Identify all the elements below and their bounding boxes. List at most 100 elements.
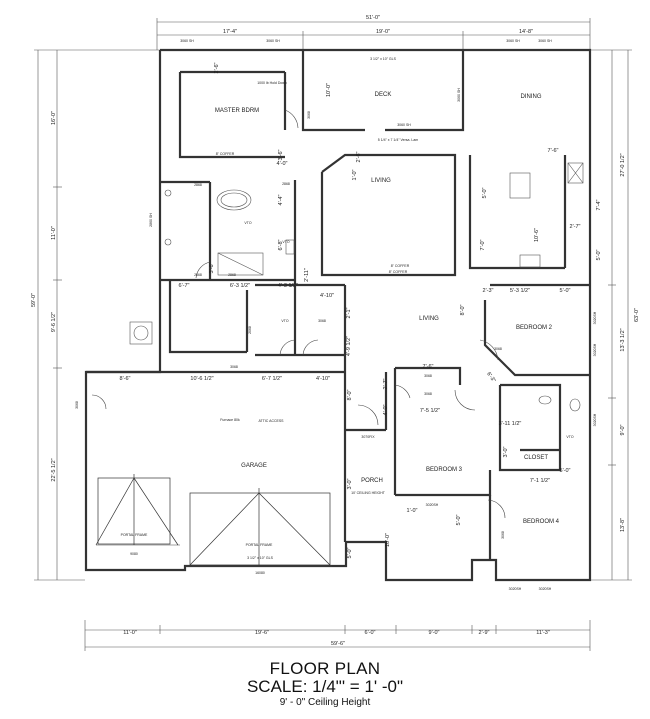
dim-right-overall: 63'-0" xyxy=(634,308,640,322)
dimension-lines xyxy=(34,18,632,651)
tag-w-bed4-2: 3020SH xyxy=(539,587,552,591)
room-deck: DECK xyxy=(375,92,392,98)
dim-7-1-5: 7'-1 1/2" xyxy=(530,478,550,484)
room-dining: DINING xyxy=(521,94,542,100)
dim-bottom-5: 2'-9" xyxy=(479,630,490,636)
ceiling-height-note: 9' - 0" Ceiling Height xyxy=(279,697,371,708)
tag-w-bed2-2: 3020SH xyxy=(593,343,597,356)
tag-w-bed4-3: 3020SH xyxy=(593,413,597,426)
dim-bottom-6: 11'-3" xyxy=(536,630,550,636)
dim-7-5-5: 7'-5 1/2" xyxy=(420,408,440,414)
room-porch: PORCH xyxy=(361,478,383,484)
walls xyxy=(84,48,592,582)
room-bedroom3: BEDROOM 3 xyxy=(426,467,463,473)
dim-top-1: 17'-4" xyxy=(223,29,237,35)
dim-7-6b: 7'-6" xyxy=(423,364,434,370)
note-vto-2: VTO xyxy=(282,240,289,244)
window-door-tags: 3060 SH 3060 SH 3060 SH 3060 SH 3060 SH … xyxy=(75,39,597,591)
dim-8-0b: 8'-0" xyxy=(347,389,353,400)
room-bedroom2: BEDROOM 2 xyxy=(516,325,553,331)
note-furnace: Furnace 80k xyxy=(220,418,240,422)
tag-d-3068-b: 3068 xyxy=(318,319,326,323)
dim-top-3: 14'-8" xyxy=(519,29,533,35)
dim-5-0c: 5'-0" xyxy=(560,288,571,294)
dim-1-0b: 1'-0" xyxy=(407,508,418,514)
tag-w-bed4-1: 3020SH xyxy=(509,587,522,591)
note-vto-3: VTO xyxy=(281,319,288,323)
dim-10-6: 10'-6" xyxy=(534,228,540,242)
dim-3-6b: 3'-6" xyxy=(209,262,215,273)
tag-d-2868-c: 2868 xyxy=(194,273,202,277)
note-gdoor: 16080 xyxy=(255,571,265,575)
dim-top-2: 19'-0" xyxy=(376,29,390,35)
note-gdoor2: 9080 xyxy=(130,552,138,556)
tag-d-3068-c: 3068 xyxy=(424,374,432,378)
note-portal-frame-1: PORTAL FRAME xyxy=(121,533,148,537)
tag-d-2868-b: 2868 xyxy=(282,182,290,186)
tag-d-3068-a: 3068 xyxy=(307,111,311,119)
dim-right-4: 13'-8" xyxy=(620,518,626,532)
dim-5-0e: 5'-0" xyxy=(456,514,462,525)
dim-6-7-5: 6'-7 1/2" xyxy=(262,376,282,382)
dim-left-4: 22'-5 1/2" xyxy=(51,458,57,481)
dim-4-9-5: 4'-9 1/2" xyxy=(346,336,352,356)
tag-d-3068-g: 3068 xyxy=(494,347,502,351)
dim-bottom-overall: 59'-6" xyxy=(331,641,345,647)
dim-2-6: 2'-6" xyxy=(214,62,220,73)
room-garage: GARAGE xyxy=(241,463,267,469)
note-beam-deck: 5 1/4" x 7 1/4" Versa. Lam xyxy=(378,138,419,142)
dim-5-0b: 5'-0" xyxy=(596,249,602,260)
tag-d-3068-h: 3068 xyxy=(230,365,238,369)
dim-bottom-2: 19'-6" xyxy=(255,630,269,636)
dim-3-6: 3'-6" xyxy=(278,149,284,160)
dim-4-10: 4'-10" xyxy=(320,293,334,299)
dim-left-1: 16'-0" xyxy=(51,111,57,125)
tag-w-deck-slider: 3060 SH xyxy=(397,123,411,127)
dim-10-0: 10'-0" xyxy=(326,83,332,97)
tag-w-bed3: 3020SH xyxy=(426,503,439,507)
tag-d-2068: 2068 xyxy=(248,326,252,334)
note-coffer-master: 8" COFFER xyxy=(216,152,235,156)
dim-6-3-5: 6'-3 1/2" xyxy=(230,283,250,289)
dim-3-11-5: 3'-11 1/2" xyxy=(499,421,522,427)
dim-4-0b: 4'-0" xyxy=(383,404,389,415)
note-vto-4: VTO xyxy=(566,435,573,439)
tag-d-2868-a: 2868 xyxy=(194,183,202,187)
dim-right-2: 13'-3 1/2" xyxy=(620,328,626,351)
tag-w-master-2: 3060 SH xyxy=(266,39,280,43)
dim-bottom-1: 11'-0" xyxy=(123,630,137,636)
tag-w-bed2-1: 3020SH xyxy=(593,311,597,324)
plan-scale: SCALE: 1/4"' = 1' -0" xyxy=(246,677,404,696)
dim-6-8: 6'-8" xyxy=(278,239,284,250)
note-coffer-living-1: 8" COFFER xyxy=(391,264,410,268)
tag-d-2868-d: 2868 xyxy=(228,273,236,277)
note-vto-1: VTO xyxy=(244,221,251,225)
note-hold-down: 1000 lb Hold Down xyxy=(257,81,287,85)
structural-notes: 8" COFFER 1000 lb Hold Down 3 1/2" x 10"… xyxy=(121,57,574,575)
tag-d-3068-e: 3068 xyxy=(501,531,505,539)
dim-4-3-5: 4'-3 1/2" xyxy=(278,283,298,289)
dim-8-6: 8'-6" xyxy=(120,376,131,382)
dim-left-2: 11'-0" xyxy=(51,226,57,240)
tag-d-3068-d: 3068 xyxy=(424,392,432,396)
dim-2-3: 2'-3" xyxy=(483,288,494,294)
dim-7-0: 7'-0" xyxy=(480,239,486,250)
dim-4-0: 4'-0" xyxy=(277,161,288,167)
note-gls-garage: 3 1/2" x 10" GLS xyxy=(247,556,273,560)
note-ceiling-porch: 10' CEILING HEIGHT xyxy=(351,491,386,495)
dim-5-0f: 5'-0" xyxy=(347,547,353,558)
dim-2-7b: 2'-7" xyxy=(383,378,389,389)
note-door-porch: 3070FIX xyxy=(361,435,375,439)
room-bedroom4: BEDROOM 4 xyxy=(523,519,560,525)
tag-w-dining-2: 3060 SH xyxy=(538,39,552,43)
doors xyxy=(91,109,506,567)
note-attic: ATTIC ACCESS xyxy=(258,419,284,423)
note-coffer-living-2: 8" COFFER xyxy=(389,270,408,274)
plan-title: FLOOR PLAN xyxy=(269,659,381,678)
dim-3-0b: 3'-0" xyxy=(347,478,353,489)
dim-bottom-4: 9'-0" xyxy=(429,630,440,636)
tag-d-3068-f: 3068 xyxy=(75,401,79,409)
dim-7-4: 7'-4" xyxy=(596,199,602,210)
tag-w-deck-side: 3060 SH xyxy=(457,88,461,102)
dim-3-0: 3'-0" xyxy=(503,446,509,457)
